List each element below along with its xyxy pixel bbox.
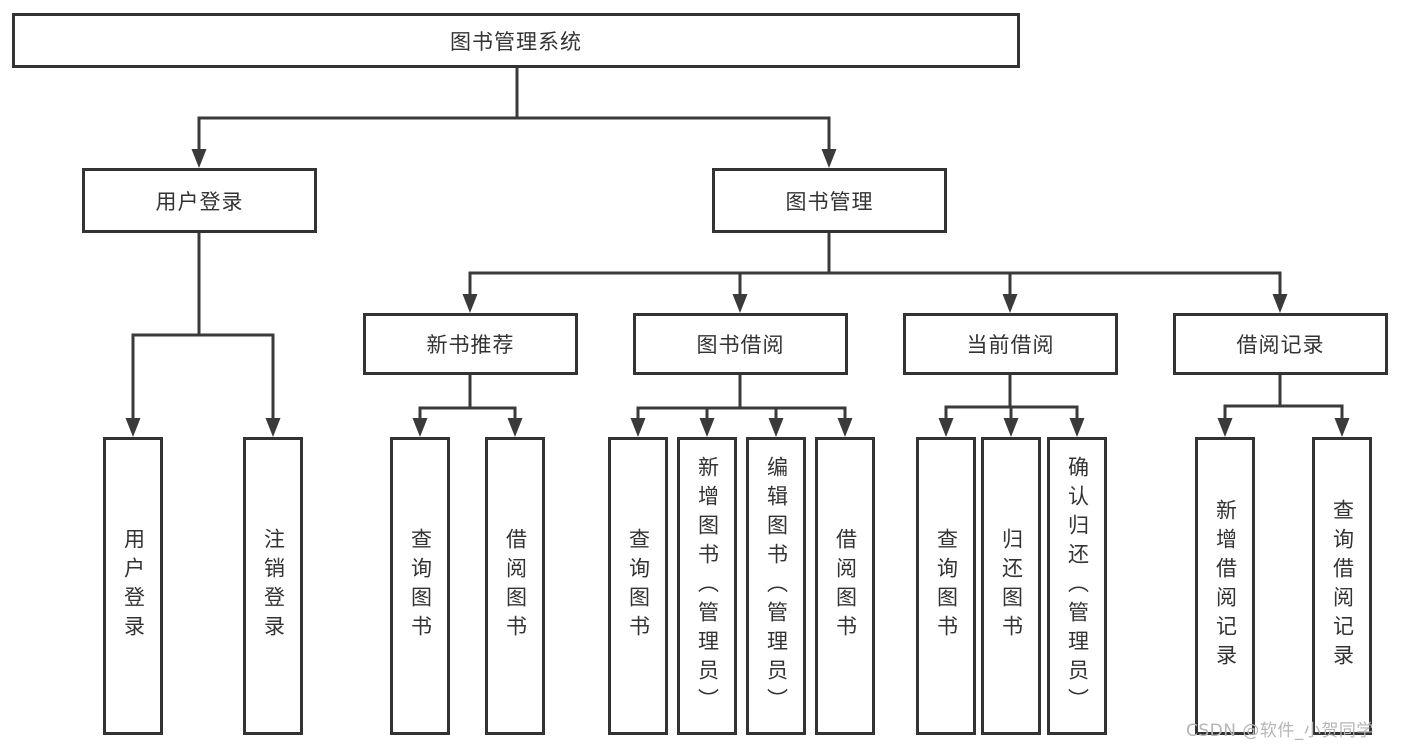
leaf-cb-query-books: 查询图书 [916, 437, 976, 735]
arrowhead-icon [191, 149, 207, 168]
arrowhead-icon [1272, 294, 1288, 313]
leaf-bb-borrow-books: 借阅图书 [815, 437, 875, 735]
arrowhead-icon [630, 418, 646, 437]
arrowhead-icon [768, 418, 784, 437]
arrowhead-icon [412, 418, 428, 437]
leaf-br-add-record: 新增借阅记录 [1195, 437, 1255, 735]
node-book-management: 图书管理 [712, 168, 947, 233]
node-root: 图书管理系统 [12, 13, 1020, 68]
arrowhead-icon [462, 294, 478, 313]
leaf-bb-query-books: 查询图书 [608, 437, 668, 735]
arrowhead-icon [1003, 418, 1019, 437]
csdn-watermark: CSDN @软件_小贺同学 [1186, 721, 1374, 741]
arrowhead-icon [1069, 418, 1085, 437]
arrowhead-icon [938, 418, 954, 437]
leaf-bb-edit-books-admin: 编辑图书（管理员） [746, 437, 806, 735]
leaf-bb-add-books-admin: 新增图书（管理员） [677, 437, 737, 735]
arrowhead-icon [125, 418, 141, 437]
arrowhead-icon [1217, 418, 1233, 437]
leaf-logout: 注销登录 [243, 437, 303, 735]
connector-path [131, 66, 1344, 423]
leaf-nb-query-books: 查询图书 [390, 437, 450, 735]
arrowhead-icon [1002, 294, 1018, 313]
leaf-cb-return-books: 归还图书 [981, 437, 1041, 735]
node-book-borrowing: 图书借阅 [633, 313, 848, 375]
arrowhead-icon [837, 418, 853, 437]
arrowhead-icon [821, 149, 837, 168]
arrowhead-icon [507, 418, 523, 437]
node-current-borrowing: 当前借阅 [903, 313, 1118, 375]
node-new-book-recommend: 新书推荐 [363, 313, 578, 375]
node-user-login: 用户登录 [82, 168, 317, 233]
arrowhead-icon [732, 294, 748, 313]
leaf-br-query-record: 查询借阅记录 [1312, 437, 1372, 735]
node-borrowing-records: 借阅记录 [1173, 313, 1388, 375]
arrowhead-icon [1334, 418, 1350, 437]
leaf-nb-borrow-books: 借阅图书 [485, 437, 545, 735]
arrowhead-icon [699, 418, 715, 437]
leaf-cb-confirm-return-admin: 确认归还（管理员） [1047, 437, 1107, 735]
leaf-user-login: 用户登录 [103, 437, 163, 735]
arrowhead-icon [265, 418, 281, 437]
